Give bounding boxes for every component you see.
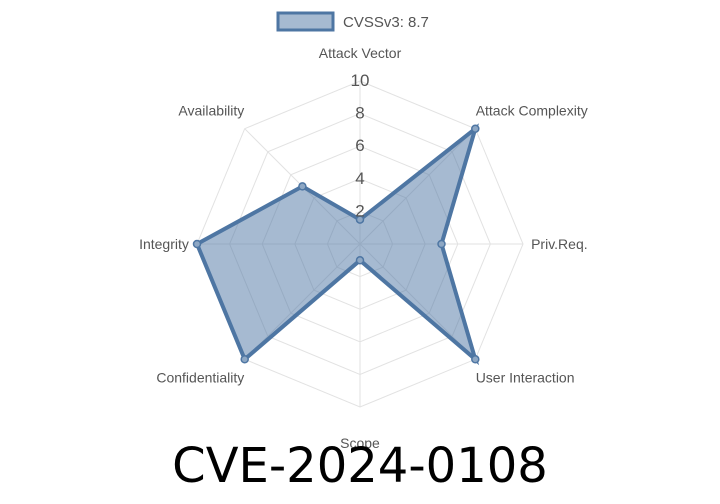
axis-label: Attack Complexity [476,102,588,118]
series-area [194,123,480,366]
data-point [355,215,365,224]
data-point [471,124,480,133]
data-point [437,239,446,249]
tick-label: 2 [355,201,364,220]
axis-label: Scope [340,435,380,451]
tick-label: 8 [355,104,364,123]
legend-label: CVSSv3: 8.7 [343,14,429,31]
axis-label: Confidentiality [156,370,244,386]
cve-caption: CVE-2024-0108 [172,438,548,494]
legend-swatch [276,11,335,32]
tick-label: 10 [351,71,370,90]
data-point [355,256,365,265]
data-point [471,355,480,364]
data-point [240,355,249,364]
radar-tick-labels: 2 4 6 8 10 [351,71,370,220]
tick-label: 4 [355,169,364,188]
tick-label: 6 [355,136,364,155]
legend[interactable]: CVSSv3: 8.7 [276,11,429,32]
axis-label: Availability [178,102,244,118]
axis-label: User Interaction [476,370,575,386]
axis-label: Priv.Req. [531,236,588,252]
radar-series [192,123,480,366]
axis-label: Attack Vector [319,45,402,61]
data-point [298,182,307,191]
data-point [192,239,202,249]
axis-label: Integrity [139,236,189,252]
